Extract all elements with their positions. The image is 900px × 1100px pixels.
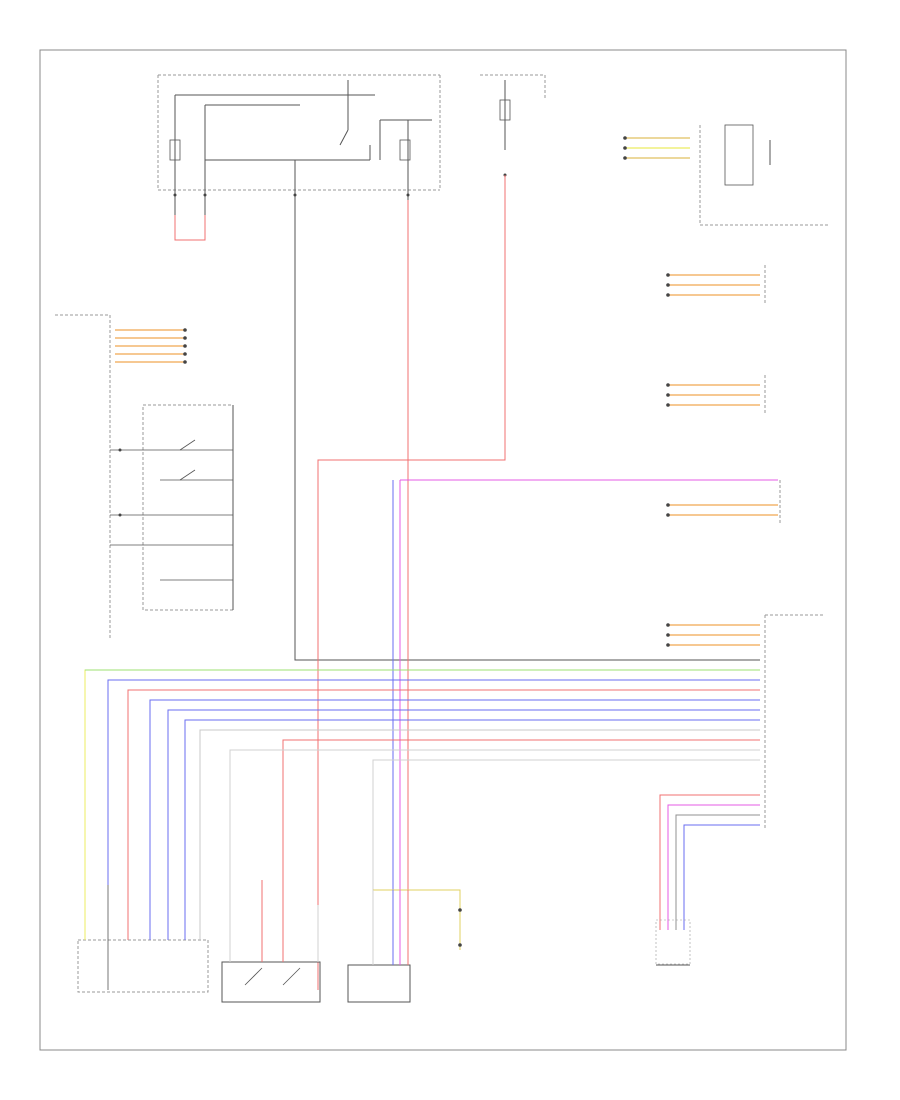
cruise-lever xyxy=(77,885,209,993)
speed-wire-orange xyxy=(659,794,760,930)
power-supply-right xyxy=(480,74,546,177)
speed-wire-gray xyxy=(675,814,760,930)
bus-wire-red-1 xyxy=(127,689,760,885)
bus-wire-blue-4 xyxy=(184,719,760,885)
bus-wire-blue-1 xyxy=(107,679,760,885)
bus-wire-yellow xyxy=(84,669,760,885)
clutch-switch xyxy=(347,889,462,1003)
ecm-connector xyxy=(55,314,187,640)
bus-wire-red-2 xyxy=(282,739,760,910)
bus-wire-blue-2 xyxy=(149,699,760,885)
speed-wire-blue xyxy=(683,824,760,930)
power-supply-left xyxy=(157,74,441,215)
module-right-3 xyxy=(666,375,766,415)
module-right-5 xyxy=(666,614,825,830)
bus-wire-gray-3 xyxy=(372,759,760,905)
bus-wire-blue-3 xyxy=(167,709,760,885)
module-right-4 xyxy=(666,480,781,525)
bus-wire-gray-2 xyxy=(229,749,760,905)
wire-black-main xyxy=(294,200,760,661)
speed-sensor xyxy=(655,919,691,966)
connector-top-right xyxy=(623,136,690,160)
module-top-right xyxy=(699,124,830,226)
module-transmission xyxy=(666,265,766,305)
steering-switch xyxy=(110,404,234,611)
speed-wire-magenta xyxy=(667,804,760,930)
fuse-loop-red xyxy=(174,215,206,241)
brake-switch xyxy=(221,880,321,1003)
bus-wire-gray-1 xyxy=(199,729,760,885)
wire-red-main xyxy=(317,175,506,990)
diagram-frame xyxy=(39,49,847,1051)
